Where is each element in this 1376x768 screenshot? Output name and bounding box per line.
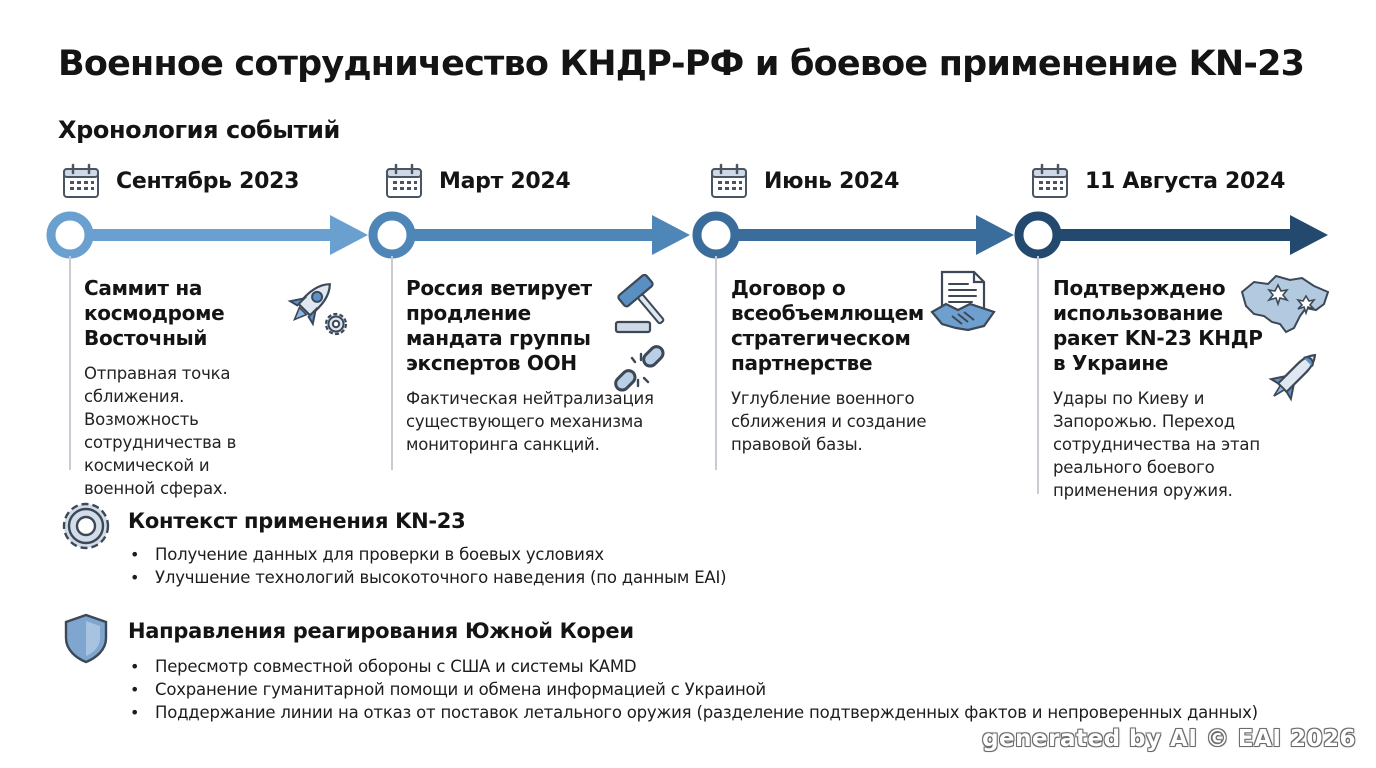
broken-chain-icon <box>614 345 665 392</box>
timeline-segment-4 <box>1014 211 1328 259</box>
gear-icon <box>62 502 110 550</box>
map-explosion-icon <box>1240 274 1330 334</box>
connector-line <box>1037 256 1039 494</box>
explosion-icon <box>1266 283 1290 307</box>
date-label: Сентябрь 2023 <box>116 168 300 194</box>
calendar-icon <box>1032 163 1068 198</box>
timeline-date-4: 11 Августа 2024 <box>1031 163 1285 199</box>
timeline-heading: Хронология событий <box>58 116 340 144</box>
connector-line <box>391 256 393 470</box>
calendar-icon <box>63 163 99 198</box>
timeline-node <box>46 211 94 259</box>
event-title: Договор о всеобъемлющем стратегическом п… <box>731 276 924 375</box>
shield-icon <box>64 613 108 664</box>
timeline-event-4: Подтверждено использование ракет KN-23 К… <box>1053 276 1275 502</box>
event-description: Фактическая нейтрализация существующего … <box>406 389 654 454</box>
missile-icon <box>1268 353 1317 402</box>
date-label: Март 2024 <box>439 168 571 194</box>
timeline-arrows <box>46 211 1328 259</box>
gavel-icon <box>614 273 665 334</box>
gear-icon <box>324 312 348 336</box>
watermark: generated by AI © EAI 2026 <box>982 726 1356 752</box>
connector-line <box>715 256 717 470</box>
event-description: Отправная точка сближения. Возможность с… <box>84 364 237 498</box>
timeline-segment-3 <box>692 211 1014 259</box>
context-list: Получение данных для проверки в боевых у… <box>128 543 727 589</box>
list-item: Поддержание линии на отказ от поставок л… <box>128 701 1258 724</box>
event-title: Россия ветирует продление мандата группы… <box>406 276 592 375</box>
calendar-icon <box>386 163 422 198</box>
event-title: Саммит на космодроме Восточный <box>84 276 225 350</box>
timeline-event-2: Россия ветирует продление мандата группы… <box>406 276 658 456</box>
timeline-date-2: Март 2024 <box>385 163 571 199</box>
page-title: Военное сотрудничество КНДР-РФ и боевое … <box>58 44 1305 84</box>
list-item: Сохранение гуманитарной помощи и обмена … <box>128 678 1258 701</box>
timeline-event-3: Договор о всеобъемлющем стратегическом п… <box>731 276 949 456</box>
timeline-date-3: Июнь 2024 <box>710 163 899 199</box>
event-description: Углубление военного сближения и создание… <box>731 389 927 454</box>
rocket-icon <box>287 283 348 336</box>
response-list: Пересмотр совместной обороны с США и сис… <box>128 655 1258 724</box>
timeline-node <box>368 211 416 259</box>
timeline-node <box>1014 211 1062 259</box>
calendar-icon <box>711 163 747 198</box>
date-label: Июнь 2024 <box>764 168 900 194</box>
list-item: Получение данных для проверки в боевых у… <box>128 543 726 566</box>
connector-line <box>69 256 71 470</box>
event-description: Удары по Киеву и Запорожью. Переход сотр… <box>1053 389 1260 500</box>
response-heading: Направления реагирования Южной Кореи <box>128 619 634 643</box>
date-label: 11 Августа 2024 <box>1085 168 1286 194</box>
timeline-segment-2 <box>368 211 690 259</box>
document-handshake-icon <box>930 270 996 332</box>
list-item: Улучшение технологий высокоточного навед… <box>128 566 727 589</box>
timeline-date-1: Сентябрь 2023 <box>62 163 299 199</box>
timeline-event-1: Саммит на космодроме Восточный Отправная… <box>84 276 284 500</box>
timeline-node <box>692 211 740 259</box>
timeline-segment-1 <box>46 211 368 259</box>
event-title: Подтверждено использование ракет KN-23 К… <box>1053 276 1263 375</box>
list-item: Пересмотр совместной обороны с США и сис… <box>128 655 1258 678</box>
context-heading: Контекст применения KN-23 <box>128 509 466 533</box>
